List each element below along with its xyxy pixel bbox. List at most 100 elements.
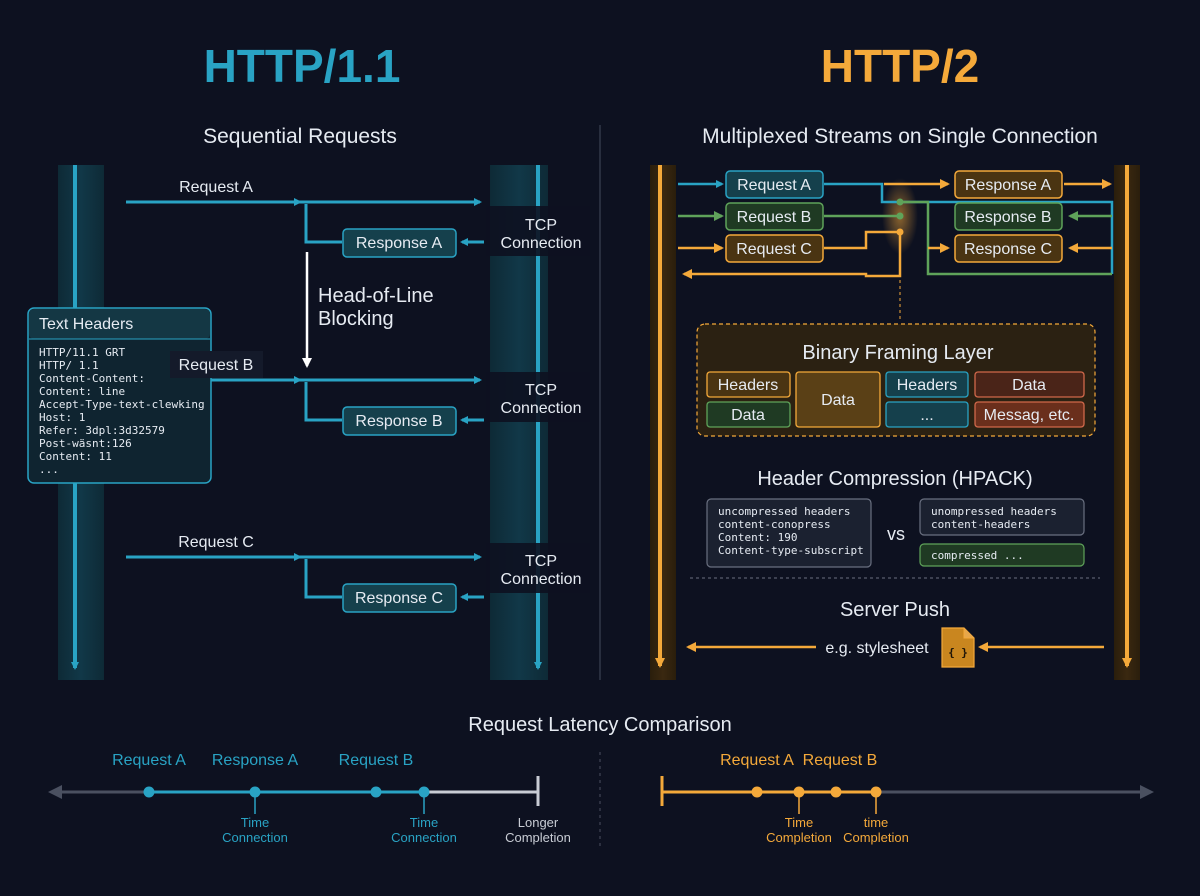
- http2-subtitle: Multiplexed Streams on Single Connection: [702, 125, 1098, 148]
- h1-caption-1-line1: Time: [241, 815, 269, 830]
- h2-response-b-label: Response B: [964, 209, 1051, 226]
- response-c-box: [342, 583, 457, 613]
- frame-data-large: [795, 371, 881, 428]
- h2-response-a-box: [954, 170, 1063, 199]
- http1-exchange-b: Response B TCP Connection: [126, 372, 590, 436]
- frame-message-etc-label: Messag, etc.: [984, 407, 1075, 424]
- hpack-compressed-label: compressed ...: [931, 549, 1024, 562]
- h1-label-request-a: Request A: [112, 752, 186, 769]
- http1-timeline: Request A Response A Request B Time Conn…: [48, 752, 571, 845]
- framing-title: Binary Framing Layer: [802, 342, 994, 364]
- hpack-unompressed-line: unompressed headers: [931, 505, 1057, 518]
- http1-exchange-c: Request C Response C TCP Connection: [126, 534, 590, 613]
- h1-event-response-a: [249, 786, 261, 798]
- response-c-label: Response C: [355, 590, 443, 607]
- hpack-uncompressed-line: Content: 190: [718, 531, 797, 544]
- h2-response-c-label: Response C: [964, 241, 1052, 258]
- h2-event-2: [870, 786, 882, 798]
- http1-exchange-a: Request A Response A TCP Connection: [126, 179, 590, 258]
- text-header-line: Accept-Type-text-clewking: [39, 398, 205, 411]
- hpack-uncompressed-line: content-conopress: [718, 518, 831, 531]
- text-header-line: Host: 1: [39, 411, 85, 424]
- h2-event-1: [793, 786, 805, 798]
- h1-event-request-b: [370, 786, 382, 798]
- h2-caption-1-line1: Time: [785, 815, 813, 830]
- text-header-line: HTTP/ 1.1: [39, 359, 99, 372]
- tcp-connection-label-bg: [486, 372, 590, 422]
- frame-data-red-label: Data: [1012, 377, 1046, 394]
- hol-label-line1: Head-of-Line: [318, 285, 434, 307]
- tcp-connection-label-bg: [486, 543, 590, 593]
- h1-caption-3-line1: Longer: [518, 815, 559, 830]
- server-push-label: e.g. stylesheet: [825, 640, 929, 657]
- text-header-line: Refer: 3dpl:3d32579: [39, 424, 165, 437]
- frame-data-large-label: Data: [821, 392, 855, 409]
- http2-panel: HTTP/2 Multiplexed Streams on Single Con…: [650, 40, 1140, 680]
- tcp-label-2: TCP: [525, 382, 557, 399]
- server-push-section: Server Push e.g. stylesheet { }: [686, 599, 1104, 668]
- h2-response-b-box: [954, 202, 1063, 231]
- h1-caption-2-line2: Connection: [391, 830, 457, 845]
- h2-request-b-label: Request B: [737, 209, 812, 226]
- request-c-label: Request C: [178, 534, 254, 551]
- text-header-line: Content: 11: [39, 450, 112, 463]
- h2-request-c-label: Request C: [736, 241, 812, 258]
- hpack-uncompressed-lines: uncompressed headerscontent-conopressCon…: [718, 505, 864, 557]
- h2-response-a-label: Response A: [965, 177, 1052, 194]
- text-header-line: Content: line: [39, 385, 125, 398]
- h2-label-request-a: Request A: [720, 752, 794, 769]
- hpack-vs: vs: [887, 524, 905, 544]
- text-header-line: Post-wäsnt:126: [39, 437, 132, 450]
- stylesheet-file-icon: { }: [941, 627, 975, 668]
- h2-label-request-b: Request B: [803, 752, 878, 769]
- text-headers-title: Text Headers: [39, 316, 133, 333]
- latency-title: Request Latency Comparison: [468, 714, 731, 736]
- http1-title: HTTP/1.1: [204, 40, 401, 92]
- h1-label-response-a: Response A: [212, 752, 299, 769]
- text-header-line: Content-Content:: [39, 372, 145, 385]
- tcp-label-3: TCP: [525, 553, 557, 570]
- response-b-box: [342, 406, 457, 436]
- http2-client-pillar: [650, 165, 676, 680]
- stream-lines: [678, 179, 1114, 279]
- h2-request-b-box: [725, 202, 824, 231]
- hol-label-line2: Blocking: [318, 308, 394, 330]
- http2-title: HTTP/2: [821, 40, 979, 92]
- binary-framing-layer: Binary Framing Layer Headers Data Data H…: [696, 323, 1096, 437]
- frame-headers-2-label: Headers: [897, 377, 957, 394]
- h2-request-a-label: Request A: [737, 177, 811, 194]
- h2-request-a-box: [725, 170, 824, 199]
- h2-request-c-box: [725, 234, 824, 263]
- tcp-connection-label-bg: [486, 206, 590, 256]
- hpack-uncompressed-line: uncompressed headers: [718, 505, 850, 518]
- h2-caption-2-line1: time: [864, 815, 889, 830]
- frame-headers-1-label: Headers: [718, 377, 778, 394]
- frame-ellipsis-label: ...: [920, 407, 933, 424]
- stylesheet-icon-glyph: { }: [948, 646, 968, 659]
- h1-event-request-a: [143, 786, 155, 798]
- frame-data-green: [706, 401, 791, 428]
- response-b-label: Response B: [355, 413, 442, 430]
- http2-timeline: Request A Request B Time Completion time…: [660, 752, 1154, 845]
- h2-caption-1-line2: Completion: [766, 830, 832, 845]
- h1-caption-2-line1: Time: [410, 815, 438, 830]
- hpack-section: Header Compression (HPACK) uncompressed …: [706, 468, 1085, 568]
- h1-event-end: [418, 786, 430, 798]
- h2-event-request-b: [830, 786, 842, 798]
- server-push-title: Server Push: [840, 599, 950, 621]
- hpack-title: Header Compression (HPACK): [757, 468, 1032, 490]
- text-header-line: ...: [39, 463, 59, 476]
- hpack-uncompressed-line: Content-type-subscript: [718, 544, 864, 557]
- h1-caption-1-line2: Connection: [222, 830, 288, 845]
- latency-comparison: Request Latency Comparison Request A Res…: [48, 714, 1154, 850]
- connection-label-1: Connection: [501, 235, 582, 252]
- frame-headers-1: [706, 371, 791, 398]
- response-a-box: [342, 228, 457, 258]
- h1-label-request-b: Request B: [339, 752, 414, 769]
- connection-label-2: Connection: [501, 400, 582, 417]
- frame-headers-2: [885, 371, 969, 398]
- hpack-unompressed-line: content-headers: [931, 518, 1030, 531]
